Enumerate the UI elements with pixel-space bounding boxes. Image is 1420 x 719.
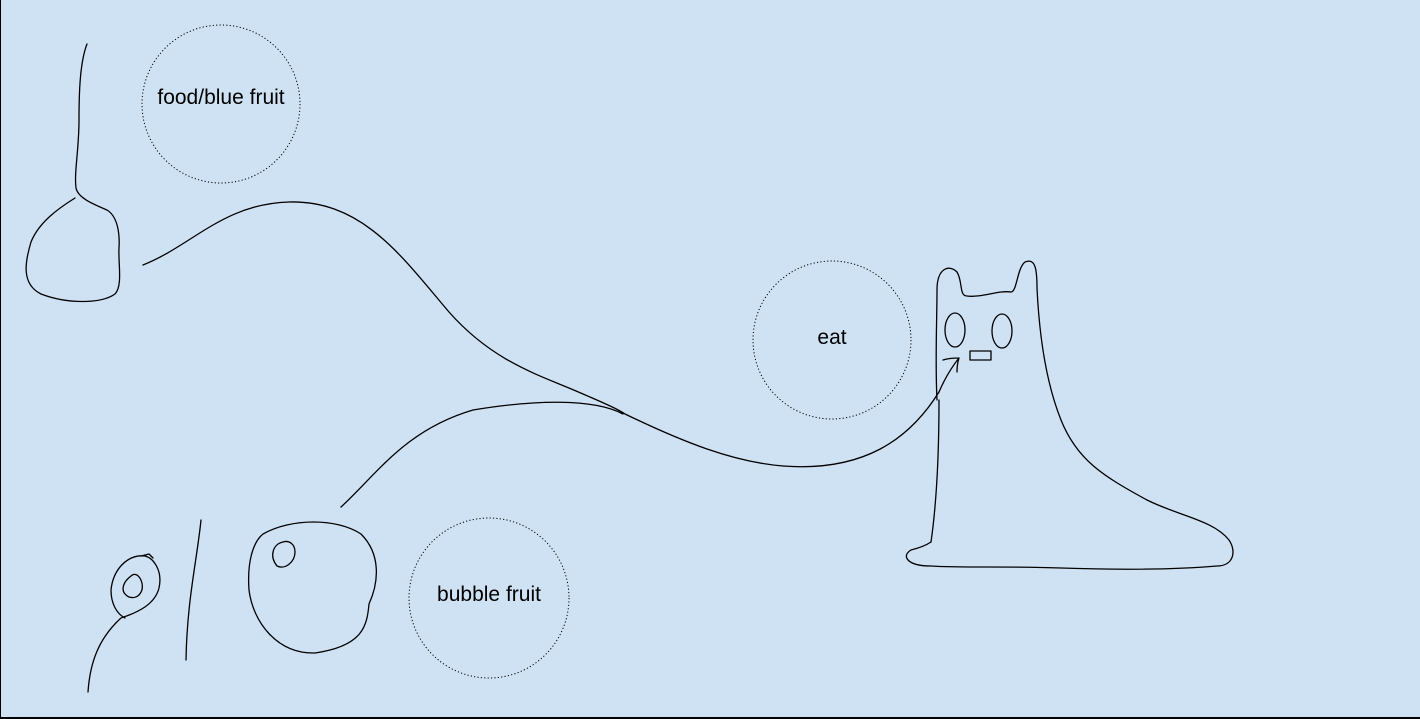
creature-mouth (969, 350, 992, 361)
bubble-fruit-highlight (272, 540, 296, 568)
divider-stroke (185, 519, 202, 661)
seedling-seed (122, 573, 143, 599)
fruit-to-creature-connector (142, 201, 940, 468)
bubble-fruit-icon (247, 521, 378, 654)
eat-thought-bubble (752, 260, 912, 420)
food-label: food/blue fruit (157, 86, 285, 109)
eat-arrow-icon (938, 357, 960, 393)
bubble-fruit-label: bubble fruit (437, 583, 541, 606)
creature-right-eye (991, 313, 1013, 349)
bubble-fruit-to-creature-connector (340, 401, 624, 508)
creature-icon (905, 260, 1234, 570)
eat-label: eat (817, 326, 847, 349)
creature-left-eye (944, 312, 966, 348)
seedling-tip (140, 553, 154, 559)
food-thought-bubble (141, 24, 301, 184)
seedling-icon (87, 555, 161, 693)
fruit-stem-icon (25, 43, 121, 303)
bubble-fruit-thought-bubble (408, 517, 570, 679)
